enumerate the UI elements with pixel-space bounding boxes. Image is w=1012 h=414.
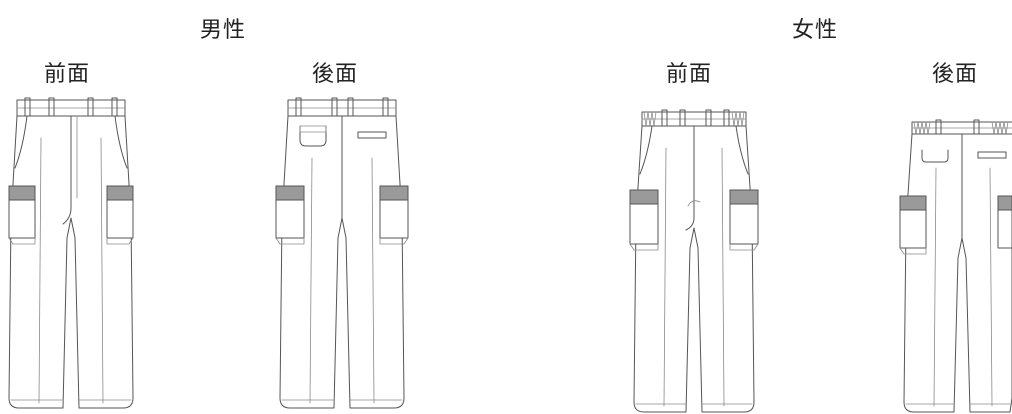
male-front-pants-illustration <box>5 97 137 410</box>
male-front-label: 前面 <box>44 62 91 87</box>
female-heading: 女性 <box>792 18 839 43</box>
female-back-pants-illustration <box>898 98 1012 414</box>
male-back-label: 後面 <box>312 62 359 87</box>
female-back-label: 後面 <box>932 62 979 87</box>
male-back-pants-illustration <box>275 97 409 410</box>
male-heading: 男性 <box>200 18 247 43</box>
female-front-pants-illustration <box>628 98 760 414</box>
female-front-label: 前面 <box>666 62 713 87</box>
